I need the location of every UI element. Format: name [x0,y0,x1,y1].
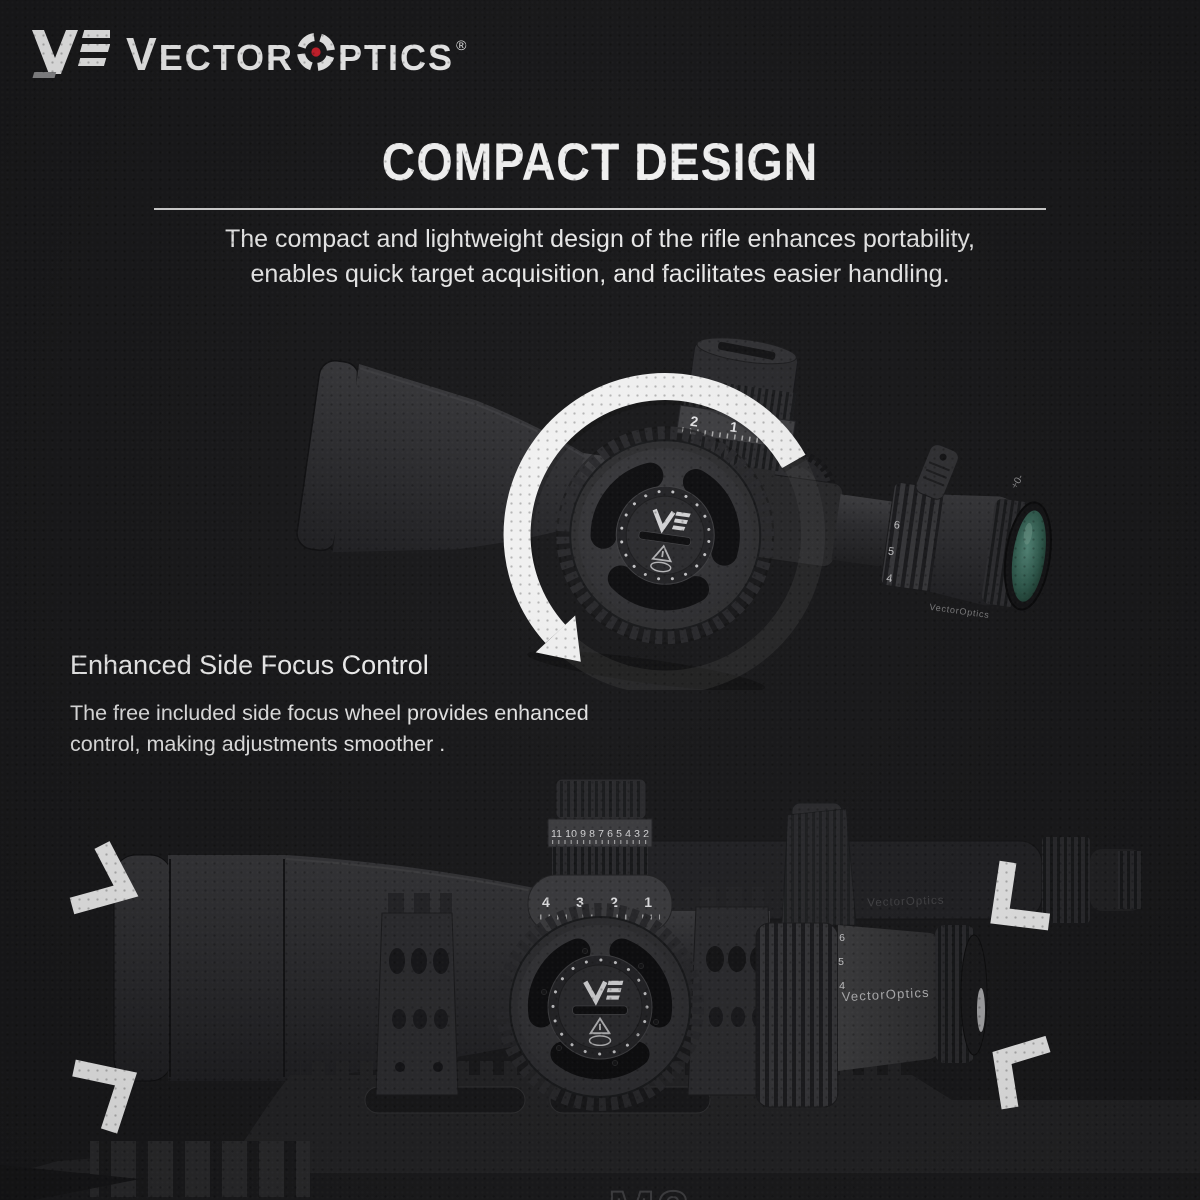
ve-logo-icon [652,508,691,534]
intro-text: The compact and lightweight design of th… [0,222,1200,292]
title-divider [154,208,1046,210]
barrel-stub [0,1165,140,1200]
mounted-rear-tube: VectorOptics [611,837,1142,923]
mounted-mag-number-5: 5 [838,956,844,968]
dial-slot [572,1005,628,1015]
chassis-grille [90,1141,310,1197]
ve-logo-icon [583,980,624,1006]
hero-scope-illustration: 6 5 4 +0- VectorOptics 2 1 0 [296,337,1052,690]
front-scope-ring [375,893,459,1096]
wheel-shadow [527,650,766,690]
feature-description: The free included side focus wheel provi… [70,698,589,760]
mounted-mag-number-4: 4 [839,980,845,992]
hero-scope: 6 5 4 +0- VectorOptics 2 1 0 [296,337,1052,690]
feature-title: Enhanced Side Focus Control [70,650,429,680]
feature-desc-line-1: The free included side focus wheel provi… [70,701,589,725]
mounted-throw-lever-icon [781,802,857,926]
mounted-eyepiece-brand: VectorOptics [841,985,930,1005]
brand-name-ector: ECTOR [158,36,295,78]
page-title: COMPACT DESIGN [381,133,819,192]
mounted-eyepiece-assembly: 6 5 4 VectorOptics [755,802,988,1108]
brand-name-v: V [126,27,159,80]
hero-eyepiece-assembly: 6 5 4 +0- VectorOptics [831,444,1052,620]
rear-scope-ring [687,887,777,1096]
mounted-side-focus-wheel [496,903,704,1111]
bracket-bottom-left-icon [72,1059,138,1134]
hero-turret-coin-slot [717,341,776,360]
registered-mark: ® [456,36,467,53]
rotation-ring-shadow [546,455,826,690]
mounted-elevation-turret: 11 10 9 8 7 6 5 4 3 2 [547,778,653,875]
hero-mag-number-6: 6 [893,519,901,532]
mounted-tube-brand: VectorOptics [867,895,945,910]
ce-badge-icon [588,1035,612,1047]
mounted-turret-scale: 11 10 9 8 7 6 5 4 3 2 [551,828,649,840]
warning-triangle-icon [651,544,673,563]
dial-slot [638,530,692,546]
hero-mag-number-4: 4 [885,573,893,586]
rifle-chassis: M3 [0,1061,1200,1200]
hero-eyepiece-lens [1011,510,1046,602]
hero-side-focus-wheel [556,426,775,645]
mounted-mag-number-6: 6 [839,932,845,944]
ve-monogram-icon [32,30,110,78]
brand-name-ptics: PTICS [338,36,455,78]
crop-corner-brackets [69,841,1051,1134]
rotation-arrow-icon [503,373,808,662]
mounted-dial-face [572,980,628,1047]
feature-desc-line-2: control, making adjustments smoother . [70,732,446,756]
intro-line-1: The compact and lightweight design of th… [225,225,975,253]
hero-eyepiece-brand: VectorOptics [929,602,990,620]
bracket-top-right-icon [990,860,1051,931]
ce-badge-icon [650,561,672,573]
mounted-scope-illustration: VectorOptics M3 [0,778,1200,1200]
intro-line-2: enables quick target acquisition, and fa… [250,260,950,288]
receiver-marking: M3 [608,1179,692,1200]
hero-diopter-marking: +0- [1009,473,1026,491]
crosshair-o-icon [295,31,337,77]
hero-dial-face [638,508,692,573]
hero-throw-lever-icon [915,444,959,500]
bracket-bottom-right-icon [992,1035,1051,1110]
mounted-mag-ring [755,922,839,1108]
warning-triangle-icon [588,1016,612,1035]
hero-mag-number-5: 5 [887,545,895,558]
lens-glint [977,988,985,1032]
mounted-eyepiece-body [838,925,944,1071]
bracket-top-left-icon [69,841,139,915]
